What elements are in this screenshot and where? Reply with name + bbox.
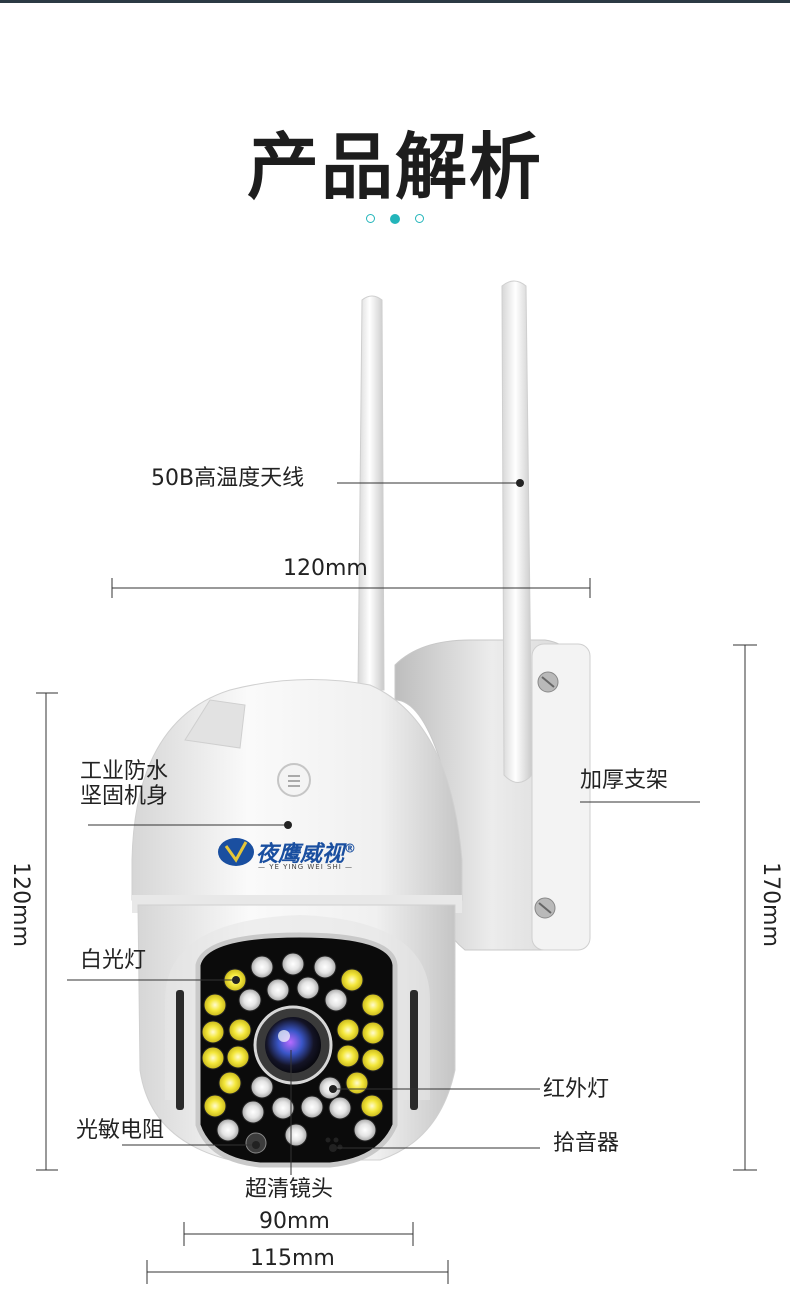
callout-lines [67,482,700,1175]
label-bracket: 加厚支架 [580,768,669,793]
dot-3 [415,214,424,223]
label-lens: 超清镜头 [245,1177,334,1202]
brand-logo [218,838,254,866]
label-lens-width: 90mm [259,1209,330,1234]
page-title: 产品解析 [246,125,543,209]
camera-lens [253,1005,333,1085]
label-microphone: 拾音器 [553,1131,620,1156]
label-width-top: 120mm [283,556,368,581]
label-white-light: 白光灯 [80,948,147,973]
camera-dome [131,679,463,913]
label-photoresistor: 光敏电阻 [76,1118,165,1143]
callout-dots [232,479,524,1152]
label-height-right: 170mm [757,862,783,947]
antennas [357,280,533,783]
led-array [201,952,385,1147]
label-body-line2: 坚固机身 [80,784,169,809]
pagination-dots [362,213,432,228]
dimension-lines [36,578,757,1284]
label-base-width: 115mm [250,1246,335,1271]
label-body-line1: 工业防水 [80,759,169,784]
brand-name: 夜鹰威视® [256,841,357,867]
label-antenna: 50B高温度天线 [151,466,305,491]
label-ir-light: 红外灯 [543,1077,610,1102]
dot-2-active [390,213,400,224]
label-height-left: 120mm [7,862,33,947]
brand-pinyin: — YE YING WEI SHI — [258,863,354,871]
top-border [0,0,790,3]
ir-leds [216,952,377,1147]
dot-1 [366,214,375,223]
